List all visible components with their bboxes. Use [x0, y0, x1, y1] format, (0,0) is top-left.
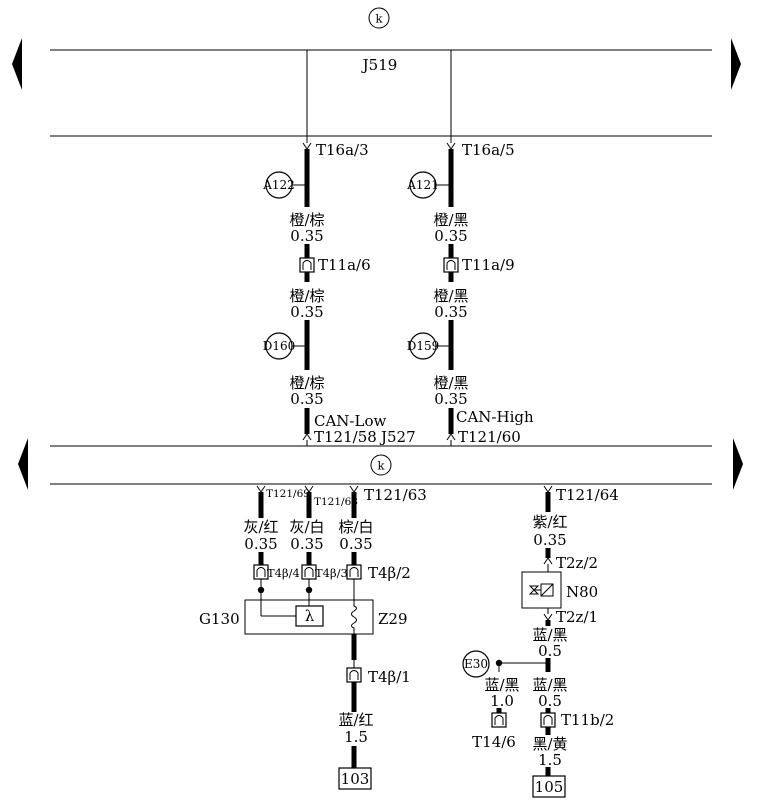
pin-arrow-icon [543, 557, 553, 565]
pin-arrow-icon [543, 485, 553, 493]
splice-d160-icon[interactable] [265, 332, 293, 360]
pin-arrow-icon [349, 485, 359, 493]
top-ground-glyph: k [376, 12, 384, 26]
pin-arrow-icon [302, 142, 312, 150]
connector-t4b-1: T4β/1 [368, 668, 411, 686]
splice-a122-icon[interactable] [265, 171, 293, 199]
connector-t4b-4: T4β/4 [267, 566, 300, 580]
wire-blue-black-size: 0.5 [538, 642, 562, 660]
module-j527-label: J527 [379, 428, 416, 446]
left-bottom-pin: T121/58 [314, 428, 377, 446]
right-wire3-color: 橙/黑 [433, 374, 468, 392]
wire-blue-red-color: 蓝/红 [338, 711, 373, 729]
wire-left-size: 1.0 [490, 692, 514, 710]
right-wire2-size: 0.35 [434, 303, 467, 321]
top-ground-symbol: k [368, 7, 390, 29]
module-j519-label: J519 [361, 56, 398, 74]
can-bus-circle-icon [370, 454, 392, 476]
wire-gray-white-size: 0.35 [290, 535, 323, 553]
pin-arrow-icon [543, 613, 553, 621]
right-signal-label: CAN-High [456, 408, 534, 426]
right-column: T16a/5 A121 橙/黑 0.35 T11a/9 橙/黑 0.35 D15… [406, 136, 534, 446]
wire-gray-red-color: 灰/红 [243, 518, 278, 536]
valve-icon [528, 585, 540, 595]
splice-e30-label: E30 [464, 657, 488, 671]
bottom-ground-glyph: k [378, 459, 386, 473]
pin-t121-69: T121/69 [266, 488, 310, 500]
right-wire1-color: 橙/黑 [433, 211, 468, 229]
heater-resistor-icon[interactable] [351, 600, 357, 634]
left-signal-label: CAN-Low [314, 412, 386, 430]
terminal-103-label: 103 [341, 770, 370, 788]
valve-n80-box[interactable] [521, 571, 562, 609]
right-wire1-size: 0.35 [434, 227, 467, 245]
can-bus-circle-icon [368, 7, 390, 29]
lower-left-circuit: T121/69 T121/68 T121/63 灰/红 灰/白 棕/白 0.35… [199, 485, 427, 790]
wire-purple-red-color: 紫/红 [532, 513, 567, 531]
left-top-pin: T16a/3 [316, 141, 369, 159]
right-connector-label: T11a/9 [462, 256, 515, 274]
wire-brown-white-size: 0.35 [339, 535, 372, 553]
connector-t14-6: T14/6 [472, 733, 516, 751]
terminal-105-label: 105 [535, 778, 564, 796]
left-page-arrow-lower-icon[interactable] [18, 438, 28, 490]
module-j527[interactable]: k [50, 445, 712, 485]
splice-d159-icon[interactable] [409, 332, 437, 360]
right-bottom-pin: T121/60 [458, 428, 521, 446]
connector-t4b-2: T4β/2 [368, 564, 411, 582]
splice-a121-label: A121 [406, 178, 439, 192]
terminal-105-box[interactable] [532, 775, 566, 798]
lambda-symbol: λ [305, 607, 315, 625]
right-wire2-color: 橙/黑 [433, 287, 468, 305]
sensor-g130-label: G130 [199, 610, 240, 628]
right-top-pin: T16a/5 [462, 141, 515, 159]
left-wire3-color: 橙/棕 [289, 374, 324, 392]
connector-t11b-2: T11b/2 [561, 711, 614, 729]
right-wire3-size: 0.35 [434, 390, 467, 408]
valve-pin-t2z-2: T2z/2 [556, 554, 598, 572]
splice-e30-icon[interactable] [462, 650, 490, 678]
heater-z29-label: Z29 [378, 610, 408, 628]
pin-arrow-icon [302, 433, 312, 441]
left-wire3-size: 0.35 [290, 390, 323, 408]
wire-left-color: 蓝/黑 [484, 676, 519, 694]
pin-t121-64: T121/64 [556, 486, 619, 504]
wire-black-yellow-size: 1.5 [538, 751, 562, 769]
right-page-arrow-lower-icon[interactable] [733, 438, 743, 490]
pin-arrow-icon [256, 485, 266, 493]
splice-a122-label: A122 [262, 178, 295, 192]
pin-t121-68: T121/68 [314, 496, 358, 508]
wire-gray-white-color: 灰/白 [289, 518, 324, 536]
wire-blue-black-color: 蓝/黑 [532, 626, 567, 644]
wire-purple-red-size: 0.35 [533, 531, 566, 549]
left-wire1-color: 橙/棕 [289, 211, 324, 229]
module-j519[interactable]: J519 [50, 49, 712, 137]
left-wire1-size: 0.35 [290, 227, 323, 245]
splice-d159-label: D159 [407, 339, 440, 353]
valve-n80-label: N80 [566, 583, 598, 601]
left-wire2-color: 橙/棕 [289, 287, 324, 305]
terminal-103-box[interactable] [338, 767, 372, 790]
wire-right-color: 蓝/黑 [532, 676, 567, 694]
lambda-sensor-icon[interactable] [295, 605, 324, 627]
valve-pin-t2z-1: T2z/1 [556, 608, 598, 626]
wire-blue-red-size: 1.5 [344, 728, 368, 746]
right-page-arrow-icon[interactable] [731, 38, 741, 90]
pin-arrow-icon [446, 142, 456, 150]
left-connector-label: T11a/6 [318, 256, 371, 274]
lower-right-circuit: T121/64 紫/红 0.35 T2z/2 N80 T2z/1 蓝/黑 0.5… [462, 485, 619, 798]
splice-d160-label: D160 [263, 339, 296, 353]
wire-brown-white-color: 棕/白 [338, 518, 373, 536]
left-wire2-size: 0.35 [290, 303, 323, 321]
pin-t121-63: T121/63 [364, 486, 427, 504]
wire-black-yellow-color: 黑/黄 [532, 735, 567, 753]
connector-t4b-3: T4β/3 [315, 566, 348, 580]
pin-arrow-icon [446, 433, 456, 441]
splice-a121-icon[interactable] [409, 171, 437, 199]
wire-gray-red-size: 0.35 [244, 535, 277, 553]
left-column: T16a/3 A122 橙/棕 0.35 T11a/6 橙/棕 0.35 D16… [262, 136, 416, 446]
left-page-arrow-icon[interactable] [12, 38, 22, 90]
wire-right-size: 0.5 [538, 692, 562, 710]
